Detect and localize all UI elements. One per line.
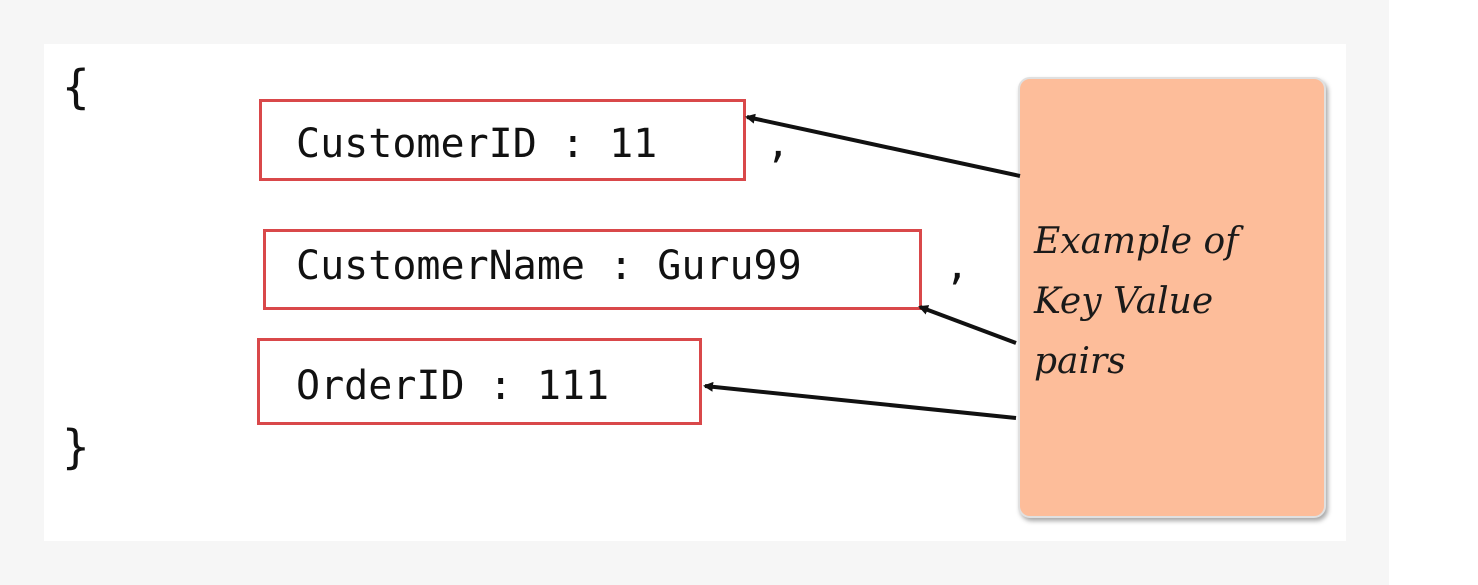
key-value-customer-id: CustomerID : 11: [296, 121, 658, 167]
key-value-box-order-id: [257, 338, 702, 425]
annotation-note: [1018, 77, 1326, 518]
key-value-box-customer-id: [259, 99, 746, 181]
arrow-to-customer-name: [918, 305, 1017, 345]
key-value-box-customer-name: [263, 229, 922, 310]
annotation-text: Example of Key Value pairs: [1034, 212, 1324, 392]
annotation-line-3: pairs: [1034, 341, 1126, 382]
arrow-to-order-id: [703, 381, 1017, 420]
key-value-customer-name: CustomerName : Guru99: [296, 243, 802, 289]
comma-customer-id: ,: [766, 121, 791, 167]
comma-customer-name: ,: [945, 243, 970, 289]
close-brace: }: [62, 420, 90, 474]
annotation-line-2: Key Value: [1034, 281, 1214, 322]
open-brace: {: [62, 60, 90, 114]
arrow-to-customer-id: [745, 113, 1021, 178]
key-value-order-id: OrderID : 111: [296, 363, 610, 409]
annotation-line-1: Example of: [1034, 221, 1239, 262]
